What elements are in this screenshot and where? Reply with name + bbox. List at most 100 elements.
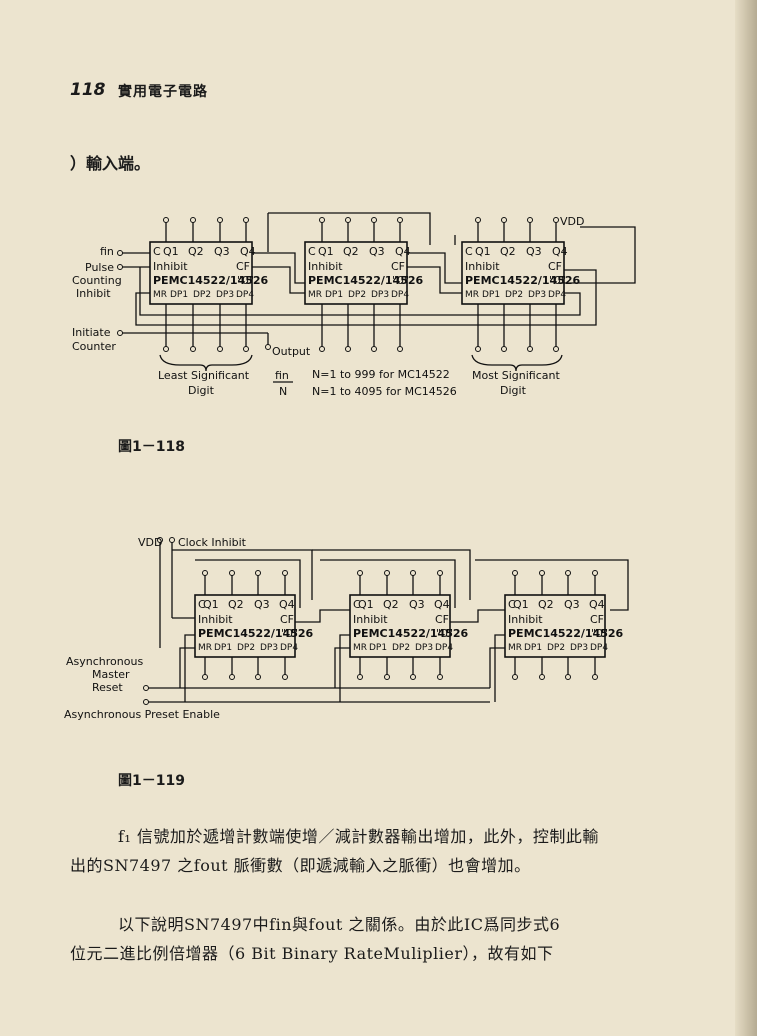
fraction-den: N: [279, 385, 287, 398]
paragraph-line-2: 出的SN7497 之fout 脈衝數（即遞減輸入之脈衝）也會增加。: [70, 856, 531, 875]
figure-1-119-caption: 圖1－119: [118, 773, 185, 789]
svg-text:Q2: Q2: [538, 598, 554, 611]
svg-text:Inhibit: Inhibit: [465, 260, 500, 273]
fig119-chip1-labels: C Q1 Q2 Q3 Q4 Inhibit CF PEMC14522/14526…: [198, 598, 313, 653]
svg-text:Q1: Q1: [163, 245, 179, 258]
n-range-1: N=1 to 999 for MC14522: [312, 368, 450, 381]
fin-label: fin: [100, 245, 114, 258]
svg-text:MR: MR: [153, 290, 167, 300]
vdd-label: VDD: [560, 215, 584, 228]
svg-text:MR: MR: [465, 290, 479, 300]
svg-text:DP1: DP1: [170, 290, 188, 300]
svg-text:"0": "0": [237, 274, 254, 287]
svg-text:Q4: Q4: [434, 598, 450, 611]
async-label-3: Reset: [92, 681, 123, 694]
paragraph-line-4: 位元二進比例倍增器（6 Bit Binary RateMuliplier），故有…: [70, 944, 554, 963]
clock-inhibit-label: Clock Inhibit: [178, 536, 247, 549]
svg-text:DP1: DP1: [214, 643, 232, 653]
svg-text:DP3: DP3: [371, 290, 389, 300]
counting-label: Counting: [72, 274, 122, 287]
svg-text:PEMC14522/14526: PEMC14522/14526: [308, 274, 423, 287]
svg-text:Q1: Q1: [318, 245, 334, 258]
lsd-label-2: Digit: [188, 384, 215, 397]
svg-text:DP2: DP2: [547, 643, 565, 653]
svg-text:CF: CF: [548, 260, 562, 273]
svg-text:Inhibit: Inhibit: [153, 260, 188, 273]
svg-text:C: C: [153, 245, 161, 258]
svg-text:Q4: Q4: [552, 245, 568, 258]
svg-text:Inhibit: Inhibit: [353, 613, 388, 626]
svg-text:"0": "0": [392, 274, 409, 287]
async-preset-label: Asynchronous Preset Enable: [64, 708, 220, 721]
svg-text:C: C: [465, 245, 473, 258]
fig119-chip3-labels: C Q1 Q2 Q3 Q4 Inhibit CF PEMC14522/14526…: [508, 598, 623, 653]
svg-text:DP4: DP4: [236, 290, 254, 300]
counter-label: Counter: [72, 340, 116, 353]
svg-text:Q1: Q1: [203, 598, 219, 611]
fig119-chip2-labels: C Q1 Q2 Q3 Q4 Inhibit CF PEMC14522/14526…: [353, 598, 468, 653]
svg-text:DP4: DP4: [548, 290, 566, 300]
svg-text:Q3: Q3: [526, 245, 542, 258]
svg-text:CF: CF: [280, 613, 294, 626]
async-label-1: Asynchronous: [66, 655, 143, 668]
svg-text:PEMC14522/14526: PEMC14522/14526: [153, 274, 268, 287]
initiate-label: Initiate: [72, 326, 111, 339]
svg-text:C: C: [308, 245, 316, 258]
svg-text:C: C: [198, 598, 206, 611]
svg-text:DP4: DP4: [391, 290, 409, 300]
svg-text:Q2: Q2: [500, 245, 516, 258]
fig119-top-pins: [202, 570, 598, 595]
svg-text:Q2: Q2: [343, 245, 359, 258]
svg-text:DP4: DP4: [435, 643, 453, 653]
svg-text:"0": "0": [549, 274, 566, 287]
chip3-labels: C Q1 Q2 Q3 Q4 Inhibit CF PEMC14522/14526…: [465, 245, 580, 300]
svg-text:Inhibit: Inhibit: [308, 260, 343, 273]
svg-text:MR: MR: [308, 290, 322, 300]
svg-text:DP3: DP3: [415, 643, 433, 653]
svg-text:PEMC14522/14526: PEMC14522/14526: [508, 627, 623, 640]
svg-text:"0": "0": [281, 627, 298, 640]
chip3-top-pins: [475, 217, 559, 242]
book-spine: [735, 0, 757, 1036]
svg-text:DP3: DP3: [570, 643, 588, 653]
svg-text:Q4: Q4: [395, 245, 411, 258]
svg-text:DP1: DP1: [482, 290, 500, 300]
svg-text:DP4: DP4: [590, 643, 608, 653]
svg-text:DP4: DP4: [280, 643, 298, 653]
svg-text:MR: MR: [353, 643, 367, 653]
fraction-num: fin: [275, 369, 289, 382]
fig119-vdd-label: VDD: [138, 536, 162, 549]
svg-text:Q1: Q1: [475, 245, 491, 258]
msd-label-2: Digit: [500, 384, 527, 397]
svg-text:Q3: Q3: [254, 598, 270, 611]
svg-text:DP2: DP2: [392, 643, 410, 653]
svg-text:"0": "0": [436, 627, 453, 640]
svg-text:Q1: Q1: [513, 598, 529, 611]
n-range-2: N=1 to 4095 for MC14526: [312, 385, 457, 398]
svg-text:CF: CF: [435, 613, 449, 626]
chip2-top-pins: [319, 217, 403, 242]
svg-text:Q3: Q3: [409, 598, 425, 611]
chip2-labels: C Q1 Q2 Q3 Q4 Inhibit CF PEMC14522/14526…: [308, 245, 423, 300]
page-number: 118: [70, 80, 106, 100]
svg-text:PEMC14522/14526: PEMC14522/14526: [465, 274, 580, 287]
inhibit-label: Inhibit: [76, 287, 111, 300]
lsd-label-1: Least Significant: [158, 369, 250, 382]
svg-text:PEMC14522/14526: PEMC14522/14526: [198, 627, 313, 640]
svg-text:"0": "0": [591, 627, 608, 640]
svg-text:CF: CF: [236, 260, 250, 273]
svg-text:PEMC14522/14526: PEMC14522/14526: [353, 627, 468, 640]
svg-text:Inhibit: Inhibit: [198, 613, 233, 626]
svg-text:DP1: DP1: [524, 643, 542, 653]
svg-text:Q3: Q3: [564, 598, 580, 611]
svg-text:DP2: DP2: [193, 290, 211, 300]
svg-text:DP2: DP2: [348, 290, 366, 300]
svg-text:Q3: Q3: [214, 245, 230, 258]
svg-text:Q2: Q2: [228, 598, 244, 611]
figure-1-118-schematic: C Q1 Q2 Q3 Q4 Inhibit CF PEMC14522/14526…: [72, 212, 636, 398]
svg-text:DP2: DP2: [237, 643, 255, 653]
svg-text:DP1: DP1: [369, 643, 387, 653]
svg-text:Q4: Q4: [279, 598, 295, 611]
svg-text:DP3: DP3: [528, 290, 546, 300]
